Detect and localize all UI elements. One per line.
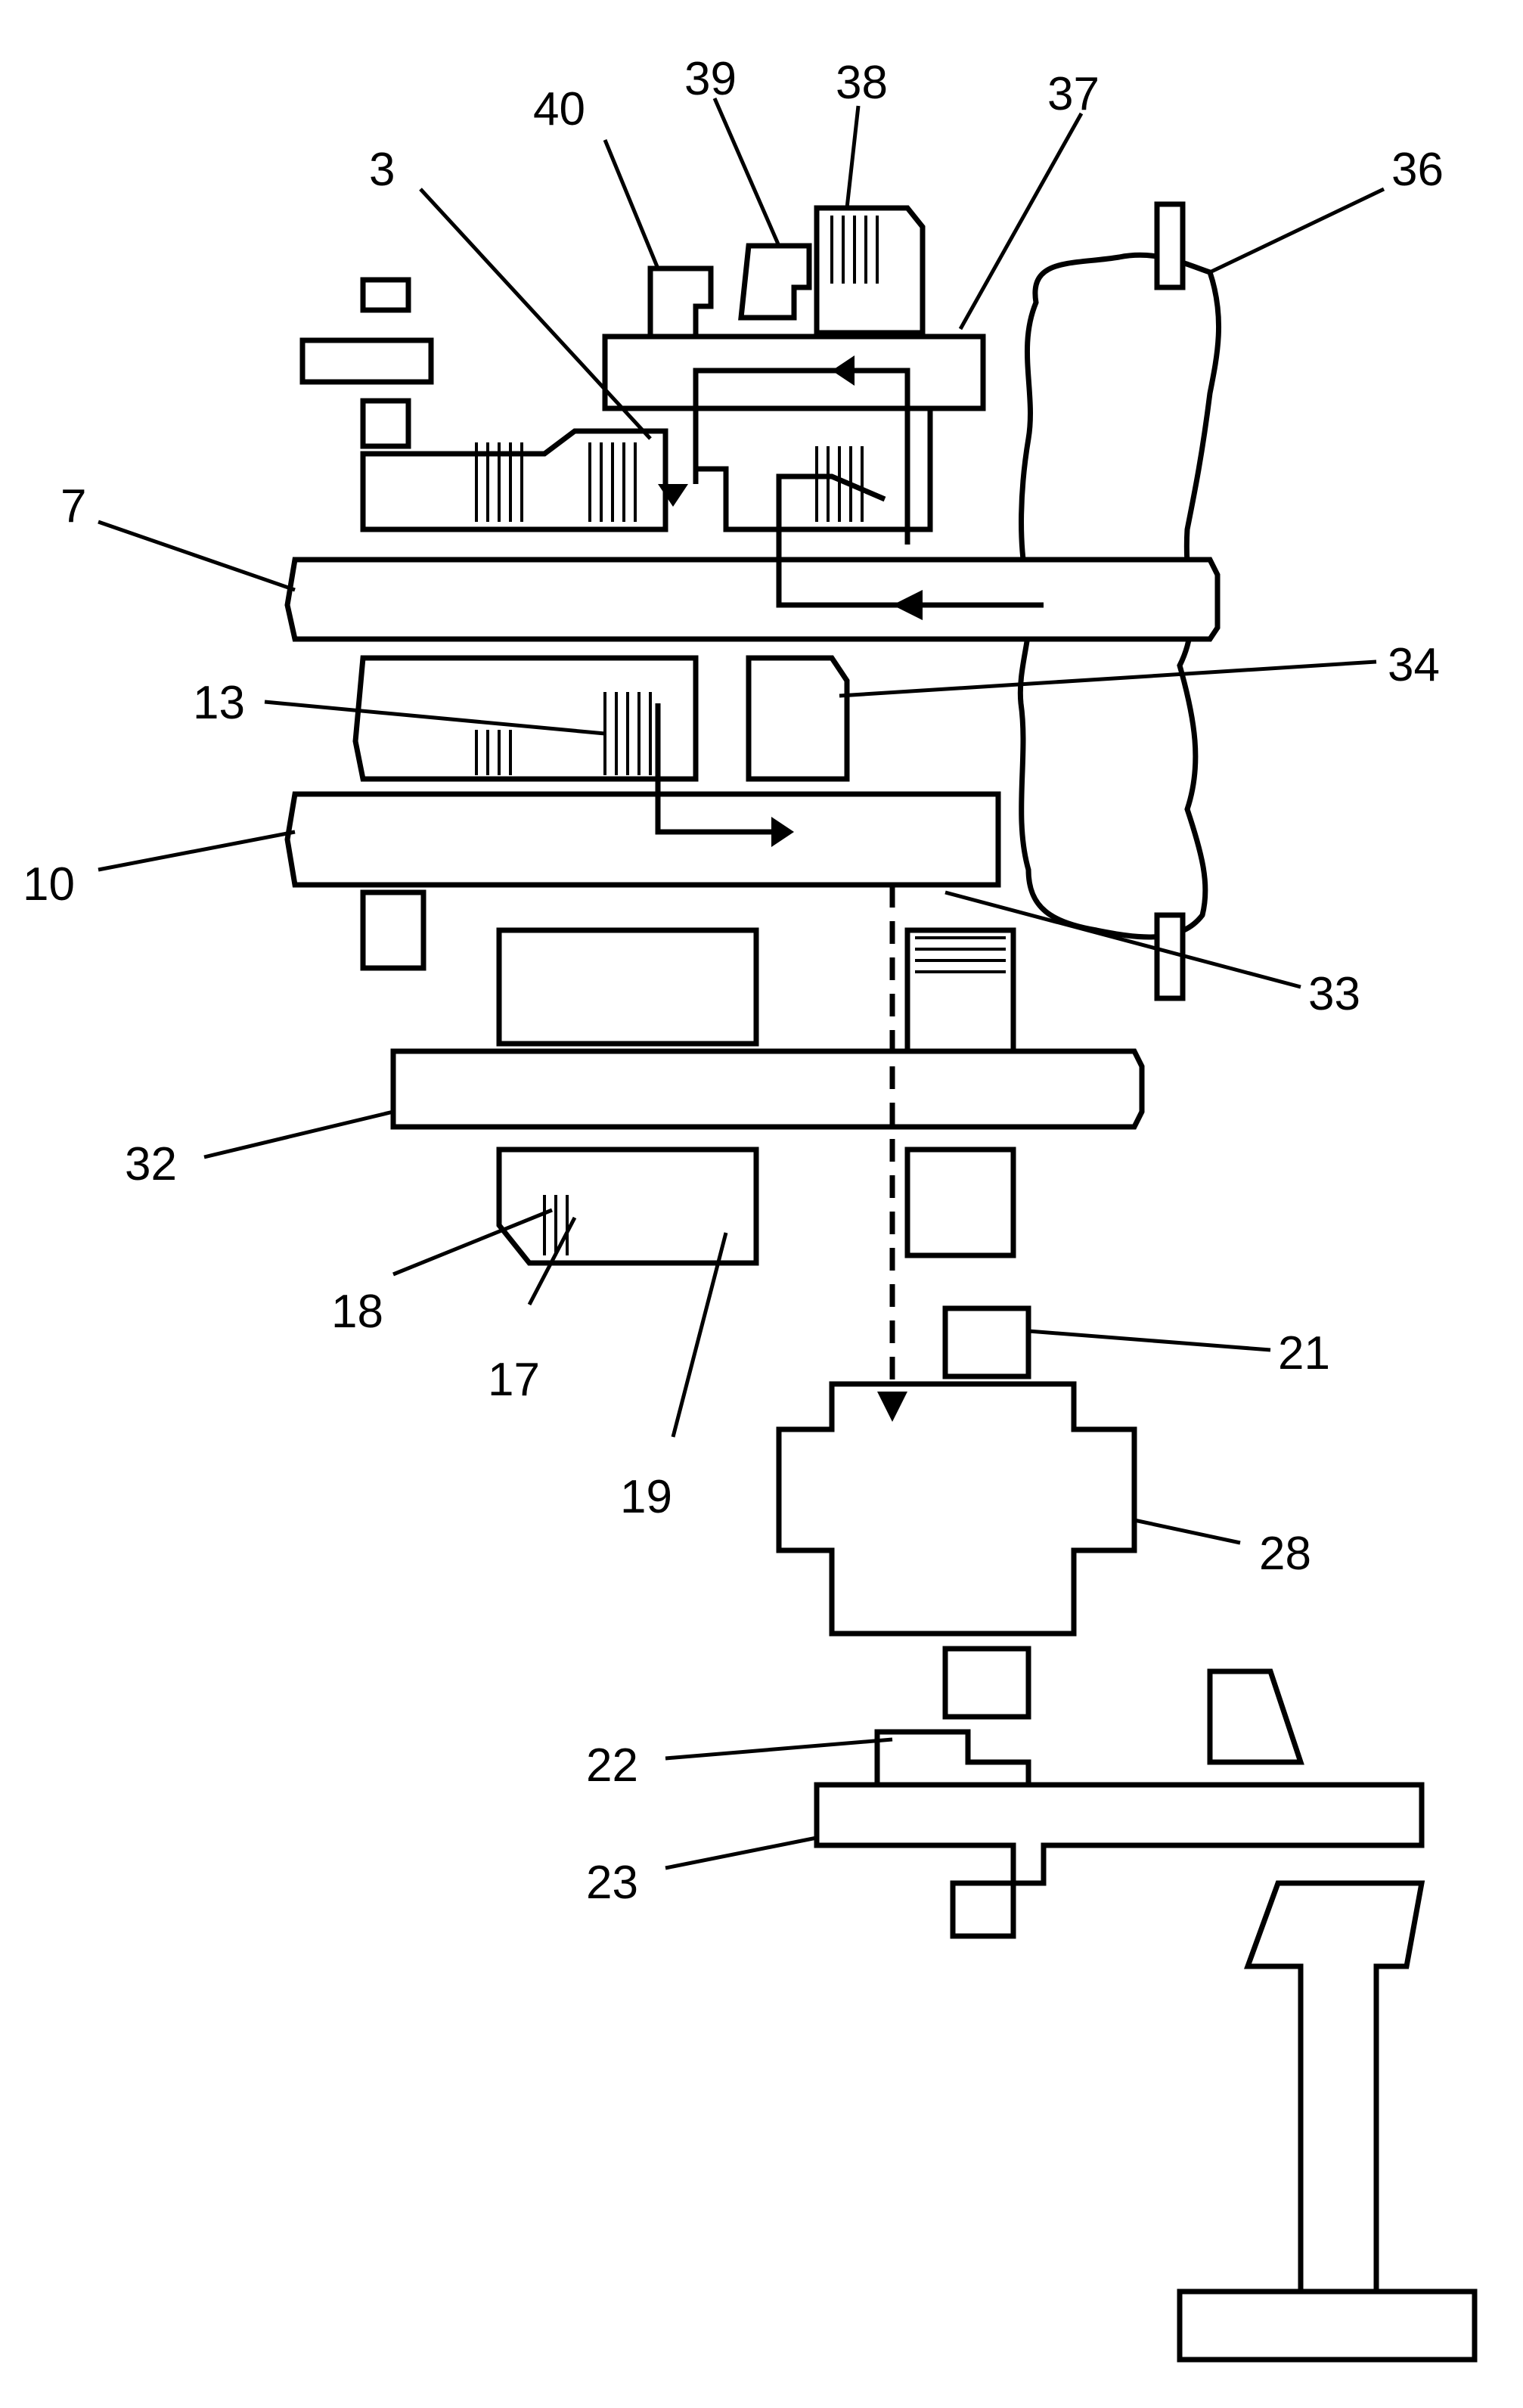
callout-23: 23	[586, 1857, 638, 1909]
callout-40: 40	[533, 83, 585, 135]
leader-lines	[98, 98, 1385, 1870]
clutch-pack-38	[830, 216, 879, 284]
clutch-pack-input-left	[475, 442, 523, 522]
clutch-pack-lower-right	[915, 936, 1006, 973]
middle-gear-group	[352, 655, 850, 782]
callout-13: 13	[193, 677, 245, 729]
lower-gearset	[496, 927, 1016, 1266]
callout-10: 10	[23, 858, 75, 911]
part-28	[776, 1381, 1137, 1637]
clutch-pack-mid-left	[475, 730, 512, 775]
part-23	[814, 1782, 1425, 1939]
differential	[776, 1305, 1137, 1720]
converter-hub-top	[1154, 201, 1186, 290]
callout-labels: 3 7 10 13 17 18 19 21 22 23 28 32 33 34 …	[23, 53, 1444, 1909]
callout-32: 32	[125, 1138, 177, 1190]
callout-21: 21	[1278, 1327, 1330, 1379]
clutch-pack-13	[603, 692, 652, 775]
pinion-shaft	[1244, 1880, 1425, 2317]
pinion-base	[1177, 2289, 1478, 2363]
callout-18: 18	[331, 1286, 383, 1338]
idler-gear	[299, 277, 434, 449]
input-shaft-7	[284, 428, 1221, 642]
callout-33: 33	[1308, 968, 1360, 1020]
callout-19: 19	[620, 1471, 672, 1523]
part-21	[942, 1305, 1031, 1379]
part-39	[738, 243, 812, 321]
callout-34: 34	[1388, 639, 1440, 691]
output-shaft-32	[390, 1048, 1145, 1130]
callout-22: 22	[586, 1739, 638, 1792]
part-40	[647, 265, 714, 340]
callout-38: 38	[836, 57, 888, 109]
final-drive	[814, 1668, 1478, 2363]
callout-28: 28	[1259, 1528, 1311, 1580]
callout-7: 7	[60, 480, 86, 532]
callout-36: 36	[1391, 144, 1444, 196]
pinion-top	[1207, 1668, 1304, 1765]
callout-37: 37	[1047, 68, 1100, 120]
clutch-pack-input-right	[588, 442, 637, 522]
converter-hub-bottom	[1154, 912, 1186, 1001]
clutch-pack-18	[543, 1195, 569, 1255]
callout-17: 17	[488, 1354, 540, 1406]
power-flow-path	[655, 355, 1044, 1422]
part-34	[746, 655, 850, 782]
upper-gearset	[693, 405, 933, 532]
callout-39: 39	[684, 53, 737, 105]
callout-3: 3	[369, 144, 395, 196]
